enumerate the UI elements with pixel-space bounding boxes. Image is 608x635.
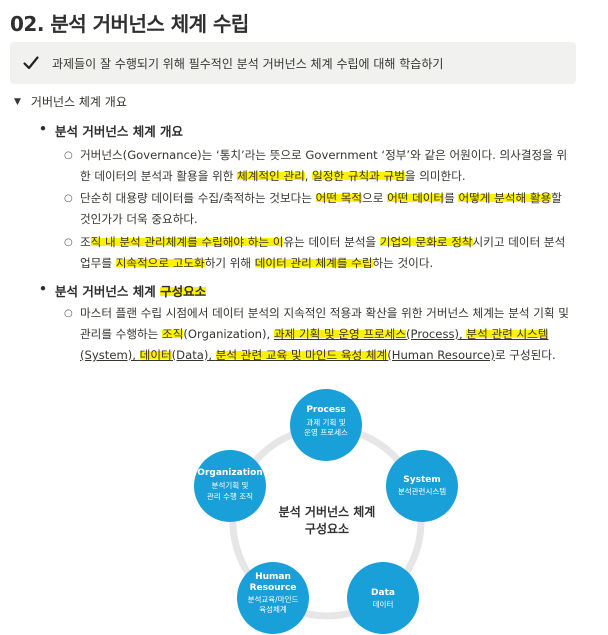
bullet-dot-icon: •: [39, 281, 47, 296]
list-item-text: 거버넌스(Governance)는 ‘통치’라는 뜻으로 Government …: [80, 148, 568, 183]
section-heading-text: 분석 거버넌스 체계 구성요소: [55, 284, 207, 299]
bullet-dot-icon: •: [39, 121, 47, 136]
toggle-block[interactable]: ▼ 거버넌스 체계 개요: [14, 93, 127, 110]
highlight: 데이터: [139, 348, 172, 362]
toggle-label: 거버넌스 체계 개요: [30, 95, 127, 109]
list-item-text: 단순히 대용량 데이터를 수집/축적하는 것보다는 어떤 목적으로 어떤 데이터…: [80, 191, 562, 226]
node-title: Process: [306, 405, 345, 415]
highlight: 분석 관련 교육 및 마인드 육성 체계: [215, 348, 388, 362]
node-sub: 관리 수행 조직: [207, 491, 253, 501]
highlight: 일정한 규칙과 규범: [312, 169, 405, 183]
node-title: System: [403, 475, 441, 485]
highlight: 어떤 데이터: [387, 191, 445, 205]
highlight: 과제 기획 및 운영 프로세스: [273, 327, 407, 341]
node-sub: 분석기획 및: [212, 480, 249, 490]
diagram-node-human-resource: Human Resource 분석교육/마인드 육성체계: [237, 562, 309, 634]
callout-text: 과제들이 잘 수행되기 위해 필수적인 분석 거버넌스 체계 수립에 대해 학습…: [52, 56, 444, 71]
highlight: 데이터 관리 체계를 수립: [254, 256, 373, 270]
node-title: Organization: [197, 468, 262, 478]
highlight: 지속적으로 고도화: [115, 256, 205, 270]
node-sub: 운영 프로세스: [304, 427, 348, 437]
diagram-center-line1: 분석 거버넌스 체계: [279, 504, 376, 519]
governance-components-diagram: 분석 거버넌스 체계 구성요소 Process 과제 기획 및 운영 프로세스 …: [194, 389, 458, 634]
highlight: 체계적인 관리: [237, 169, 305, 183]
callout: 과제들이 잘 수행되기 위해 필수적인 분석 거버넌스 체계 수립에 대해 학습…: [10, 42, 576, 84]
page-title: 02. 분석 거버넌스 체계 수립: [10, 12, 249, 36]
node-title: Data: [371, 588, 395, 598]
highlight: 분석 관련 시스템: [466, 327, 549, 341]
bullet-circle-icon: ○: [64, 193, 73, 204]
highlight: 기업의 문화로 정착: [379, 235, 473, 249]
checkmark-icon: [23, 56, 39, 70]
diagram-node-system: System 분석관련시스템: [386, 450, 458, 522]
diagram-center-line2: 구성요소: [305, 522, 349, 536]
diagram-node-organization: Organization 분석기획 및 관리 수행 조직: [194, 450, 266, 522]
highlight: 구성요소: [160, 284, 207, 299]
toggle-triangle-icon[interactable]: ▼: [14, 96, 21, 107]
highlight: 직 내 분석 관리체계를 수립해야 하는 이: [90, 235, 284, 249]
node-title: Resource: [250, 583, 297, 593]
diagram-node-data: Data 데이터: [347, 562, 419, 634]
bullet-circle-icon: ○: [64, 308, 73, 319]
node-sub: 분석관련시스템: [398, 486, 446, 496]
highlight: 어떤 목적: [315, 191, 363, 205]
node-sub: 과제 기획 및: [306, 417, 345, 427]
node-sub: 분석교육/마인드: [248, 594, 299, 604]
highlight: 어떻게 분석해 활용: [458, 191, 552, 205]
node-sub: 데이터: [373, 599, 394, 609]
list-item-text: 조직 내 분석 관리체계를 수립해야 하는 이유는 데이터 분석을 기업의 문화…: [80, 235, 566, 270]
section-heading-text: 분석 거버넌스 체계 개요: [55, 124, 184, 139]
bullet-circle-icon: ○: [64, 237, 73, 248]
node-title: Human: [255, 572, 291, 582]
bullet-circle-icon: ○: [64, 150, 73, 161]
diagram-node-process: Process 과제 기획 및 운영 프로세스: [290, 389, 362, 461]
highlight: 조직: [162, 327, 184, 341]
list-item-text: 마스터 플랜 수립 시점에서 데이터 분석의 지속적인 적용과 확산을 위한 거…: [80, 306, 569, 362]
node-sub: 육성체계: [259, 604, 287, 614]
